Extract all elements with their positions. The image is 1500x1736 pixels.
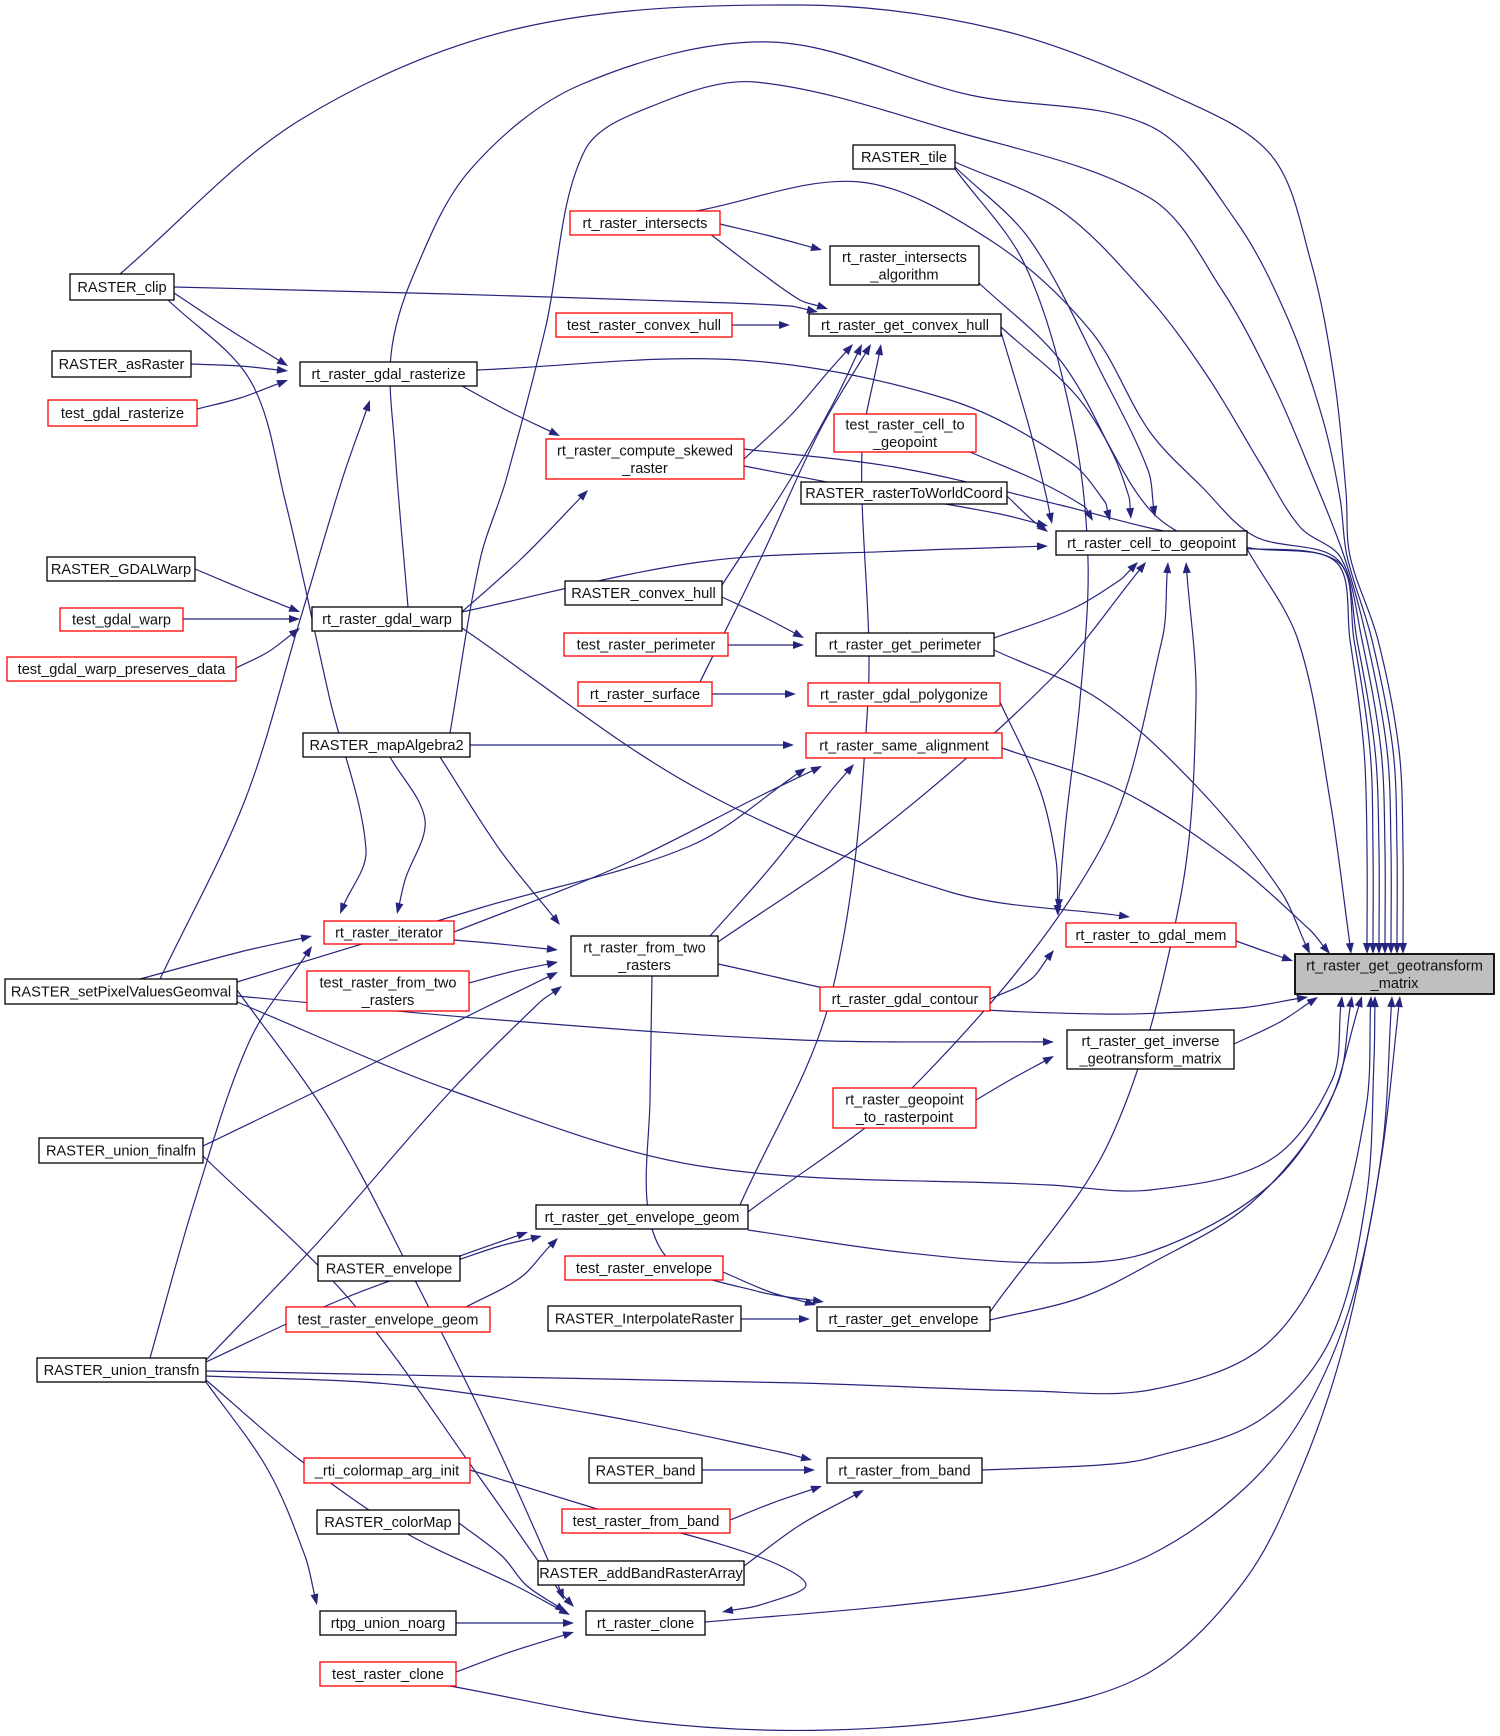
svg-text:rt_raster_get_convex_hull: rt_raster_get_convex_hull (821, 318, 989, 334)
svg-text:test_raster_from_two: test_raster_from_two (319, 975, 456, 991)
svg-text:rt_raster_get_inverse: rt_raster_get_inverse (1082, 1034, 1220, 1050)
svg-text:rt_raster_get_envelope_geom: rt_raster_get_envelope_geom (545, 1210, 740, 1226)
svg-text:test_gdal_rasterize: test_gdal_rasterize (61, 406, 184, 422)
svg-text:RASTER_rasterToWorldCoord: RASTER_rasterToWorldCoord (805, 486, 1003, 502)
svg-text:test_gdal_warp: test_gdal_warp (72, 613, 171, 629)
svg-text:RASTER_union_finalfn: RASTER_union_finalfn (46, 1144, 196, 1160)
svg-text:RASTER_setPixelValuesGeomval: RASTER_setPixelValuesGeomval (11, 985, 231, 1001)
svg-text:RASTER_asRaster: RASTER_asRaster (59, 357, 185, 373)
svg-text:RASTER_colorMap: RASTER_colorMap (324, 1515, 451, 1531)
svg-text:test_raster_envelope_geom: test_raster_envelope_geom (298, 1313, 479, 1329)
svg-text:_algorithm: _algorithm (869, 267, 938, 283)
svg-text:rt_raster_gdal_contour: rt_raster_gdal_contour (832, 992, 979, 1008)
svg-text:RASTER_union_transfn: RASTER_union_transfn (44, 1363, 200, 1379)
svg-text:RASTER_envelope: RASTER_envelope (326, 1262, 453, 1278)
svg-text:rt_raster_geopoint: rt_raster_geopoint (845, 1092, 963, 1108)
svg-text:test_raster_clone: test_raster_clone (332, 1667, 444, 1683)
svg-text:RASTER_convex_hull: RASTER_convex_hull (571, 586, 715, 602)
svg-text:_raster: _raster (621, 461, 668, 477)
svg-text:RASTER_addBandRasterArray: RASTER_addBandRasterArray (539, 1566, 743, 1582)
svg-text:rt_raster_to_gdal_mem: rt_raster_to_gdal_mem (1076, 928, 1227, 944)
svg-text:rt_raster_from_band: rt_raster_from_band (838, 1464, 970, 1480)
svg-text:_matrix: _matrix (1370, 976, 1420, 992)
svg-text:rt_raster_intersects: rt_raster_intersects (842, 250, 967, 266)
svg-text:_to_rasterpoint: _to_rasterpoint (855, 1110, 953, 1126)
svg-text:rt_raster_iterator: rt_raster_iterator (335, 926, 443, 942)
svg-text:RASTER_InterpolateRaster: RASTER_InterpolateRaster (555, 1312, 734, 1328)
svg-text:test_raster_from_band: test_raster_from_band (573, 1514, 720, 1530)
svg-text:_rasters: _rasters (361, 993, 415, 1009)
svg-text:rt_raster_get_envelope: rt_raster_get_envelope (828, 1312, 978, 1328)
svg-text:rt_raster_get_perimeter: rt_raster_get_perimeter (829, 638, 982, 654)
svg-text:rt_raster_clone: rt_raster_clone (597, 1616, 694, 1632)
svg-text:rt_raster_compute_skewed: rt_raster_compute_skewed (557, 443, 733, 459)
svg-text:rt_raster_from_two: rt_raster_from_two (583, 940, 705, 956)
svg-text:rt_raster_gdal_polygonize: rt_raster_gdal_polygonize (820, 688, 988, 704)
svg-text:rt_raster_surface: rt_raster_surface (590, 687, 700, 703)
svg-text:rt_raster_cell_to_geopoint: rt_raster_cell_to_geopoint (1067, 536, 1236, 552)
svg-text:rt_raster_gdal_warp: rt_raster_gdal_warp (322, 612, 452, 628)
svg-text:_rasters: _rasters (617, 958, 671, 974)
svg-text:rtpg_union_noarg: rtpg_union_noarg (331, 1616, 445, 1632)
svg-text:RASTER_GDALWarp: RASTER_GDALWarp (51, 562, 191, 578)
svg-text:rt_raster_same_alignment: rt_raster_same_alignment (819, 739, 989, 755)
svg-text:rt_raster_get_geotransform: rt_raster_get_geotransform (1306, 958, 1483, 974)
svg-text:_rti_colormap_arg_init: _rti_colormap_arg_init (314, 1464, 459, 1480)
svg-text:test_gdal_warp_preserves_data: test_gdal_warp_preserves_data (18, 662, 227, 678)
svg-text:test_raster_perimeter: test_raster_perimeter (577, 638, 716, 654)
svg-text:test_raster_envelope: test_raster_envelope (576, 1261, 712, 1277)
svg-text:rt_raster_intersects: rt_raster_intersects (583, 216, 708, 232)
svg-text:_geotransform_matrix: _geotransform_matrix (1079, 1051, 1223, 1067)
svg-text:_geopoint: _geopoint (872, 435, 937, 451)
svg-text:RASTER_tile: RASTER_tile (861, 150, 947, 166)
svg-text:RASTER_band: RASTER_band (596, 1464, 696, 1480)
svg-text:rt_raster_gdal_rasterize: rt_raster_gdal_rasterize (311, 367, 465, 383)
svg-text:test_raster_convex_hull: test_raster_convex_hull (567, 318, 721, 334)
svg-text:RASTER_mapAlgebra2: RASTER_mapAlgebra2 (309, 738, 463, 754)
svg-text:RASTER_clip: RASTER_clip (77, 280, 166, 296)
svg-text:test_raster_cell_to: test_raster_cell_to (845, 417, 964, 433)
